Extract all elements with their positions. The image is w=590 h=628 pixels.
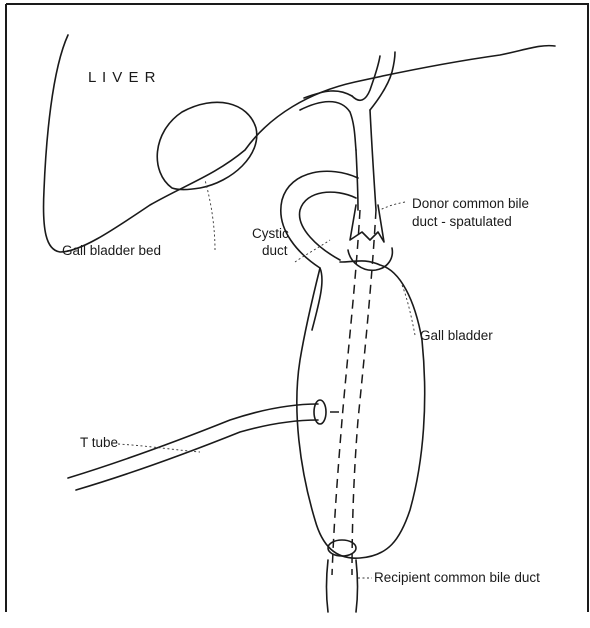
donor-duct-left-wall (356, 150, 358, 210)
label-cystic-duct-line2: duct (262, 243, 288, 258)
gall-bladder-outline (297, 261, 425, 558)
leader-gall-bladder (402, 285, 415, 335)
spatulated-duct-end (350, 205, 384, 242)
recipient-duct-entry-ring (328, 540, 356, 556)
label-donor-duct-line2: duct - spatulated (412, 214, 512, 229)
donor-duct-right-wall (370, 110, 376, 210)
label-recipient-duct: Recipient common bile duct (374, 570, 540, 585)
t-tube-entry-ring (314, 400, 326, 424)
leader-t-tube (118, 444, 200, 452)
t-tube-lower-wall (76, 420, 318, 490)
recipient-duct-right-wall (356, 560, 358, 612)
leader-gall-bladder-bed (205, 180, 215, 250)
label-t-tube: T tube (80, 435, 118, 450)
label-cystic-duct-line1: Cystic (252, 226, 289, 241)
label-gall-bladder: Gall bladder (420, 328, 493, 343)
label-gall-bladder-bed: Gall bladder bed (62, 243, 161, 258)
gall-bladder-bed-outline (157, 102, 257, 189)
figure-frame-top-right (6, 4, 588, 612)
hepatic-duct-left-branch (300, 102, 356, 150)
label-donor-duct-line1: Donor common bile (412, 196, 529, 211)
leader-donor-duct (380, 202, 405, 210)
recipient-duct-left-wall (327, 560, 329, 612)
label-liver: L I V E R (88, 69, 156, 86)
